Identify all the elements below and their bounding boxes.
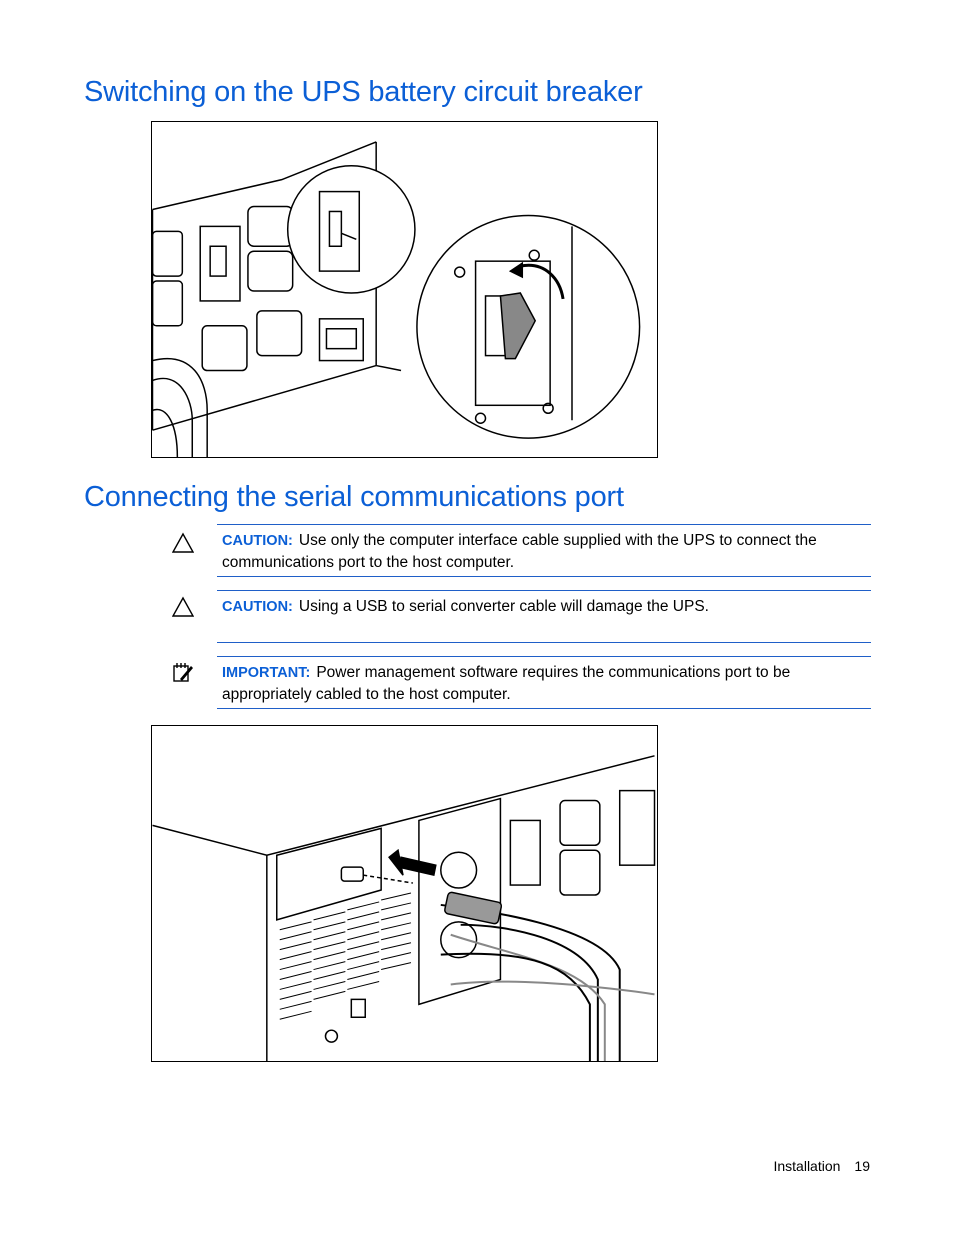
footer-section: Installation xyxy=(773,1158,841,1174)
serial-port-illustration xyxy=(151,725,658,1062)
important-note-icon xyxy=(173,663,193,682)
caution-note-usb-converter: CAUTION: Using a USB to serial converter … xyxy=(217,590,871,643)
ups-breaker-drawing xyxy=(152,141,641,457)
breaker-illustration xyxy=(151,121,658,458)
section-title-serial: Connecting the serial communications por… xyxy=(84,481,624,513)
caution-note-interface-cable: CAUTION:Use only the computer interface … xyxy=(217,524,871,577)
ups-serial-drawing xyxy=(152,755,656,1061)
caution-triangle-icon xyxy=(172,532,194,553)
caution-label: CAUTION: xyxy=(222,599,293,615)
caution-triangle-icon xyxy=(172,596,194,617)
important-text: Power management software requires the c… xyxy=(222,664,791,703)
important-note-power-management: IMPORTANT:Power management software requ… xyxy=(217,656,871,709)
caution-text: Using a USB to serial converter cable wi… xyxy=(298,598,709,615)
page-number: 19 xyxy=(854,1158,870,1174)
page-footer: Installation 19 xyxy=(773,1158,870,1174)
important-label: IMPORTANT: xyxy=(222,665,311,681)
section-title-breaker: Switching on the UPS battery circuit bre… xyxy=(84,76,643,108)
caution-label: CAUTION: xyxy=(222,533,293,549)
caution-text: Use only the computer interface cable su… xyxy=(222,532,817,571)
